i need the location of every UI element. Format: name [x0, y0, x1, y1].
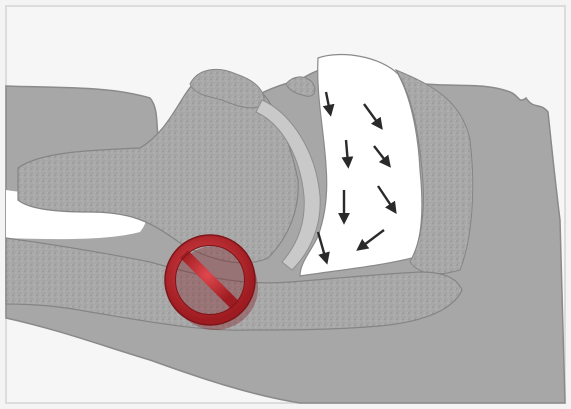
airway-obstruction-diagram — [0, 0, 571, 409]
